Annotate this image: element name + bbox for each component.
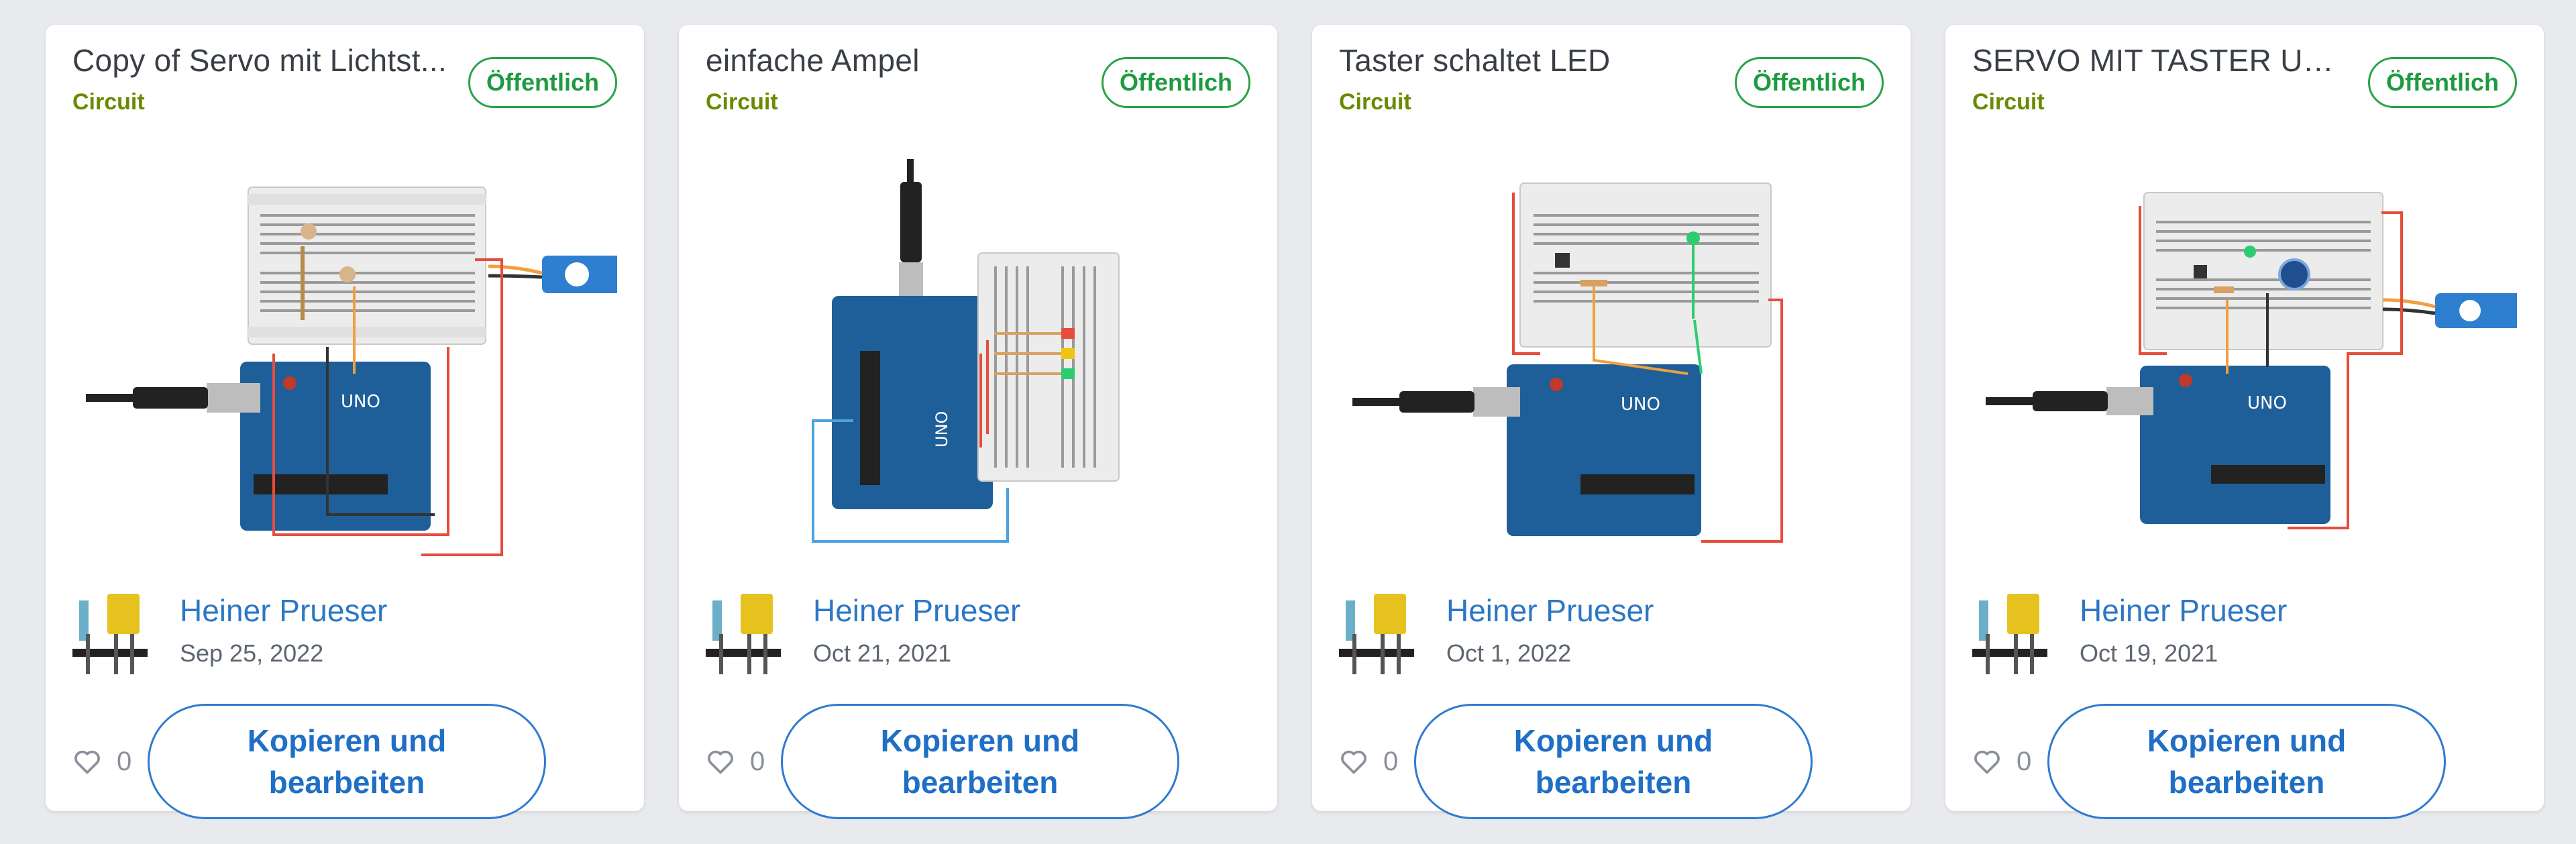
project-title[interactable]: Taster schaltet LED [1339, 43, 1611, 78]
project-title[interactable]: SERVO MIT TASTER UND ... [1972, 43, 2348, 78]
circuit-thumbnail-image: UNO [812, 159, 1120, 543]
project-type: Circuit [1339, 89, 1411, 115]
project-date: Oct 21, 2021 [813, 639, 952, 667]
avatar-image [72, 587, 148, 674]
like-count: 0 [2017, 747, 2032, 776]
copy-and-edit-button[interactable]: Kopieren und bearbeiten [148, 704, 546, 819]
copy-and-edit-button[interactable]: Kopieren und bearbeiten [781, 704, 1179, 819]
project-date: Oct 19, 2021 [2080, 639, 2218, 667]
project-date: Oct 1, 2022 [1446, 639, 1572, 667]
visibility-badge: Öffentlich [2368, 57, 2517, 108]
project-type: Circuit [72, 89, 145, 115]
project-card[interactable]: einfache Ampel Circuit Öffentlich UNO [679, 25, 1277, 819]
project-type: Circuit [706, 89, 778, 115]
author-name[interactable]: Heiner Prueser [2080, 593, 2288, 628]
author-avatar[interactable] [706, 587, 781, 674]
project-card[interactable]: Copy of Servo mit Lichtst... Circuit Öff… [46, 25, 644, 819]
project-title[interactable]: Copy of Servo mit Lichtst... [72, 43, 447, 78]
visibility-badge: Öffentlich [1735, 57, 1884, 108]
project-title[interactable]: einfache Ampel [706, 43, 920, 78]
author-name[interactable]: Heiner Prueser [180, 593, 388, 628]
heart-icon[interactable] [1339, 747, 1368, 776]
project-date: Sep 25, 2022 [180, 639, 324, 667]
svg-text:UNO: UNO [1621, 394, 1660, 415]
author-name[interactable]: Heiner Prueser [1446, 593, 1654, 628]
avatar-image [1339, 587, 1414, 674]
visibility-badge: Öffentlich [468, 57, 617, 108]
project-type: Circuit [1972, 89, 2045, 115]
copy-and-edit-button[interactable]: Kopieren und bearbeiten [1414, 704, 1813, 819]
heart-icon[interactable] [72, 747, 102, 776]
copy-and-edit-button[interactable]: Kopieren und bearbeiten [2047, 704, 2446, 819]
project-thumbnail[interactable]: UNO [1972, 152, 2517, 562]
project-card[interactable]: Taster schaltet LED Circuit Öffentlich U… [1312, 25, 1911, 819]
svg-text:UNO: UNO [2247, 393, 2287, 413]
avatar-image [1972, 587, 2047, 674]
circuit-thumbnail-image: UNO [86, 187, 617, 556]
author-avatar[interactable] [1339, 587, 1414, 674]
author-avatar[interactable] [72, 587, 148, 674]
author-name[interactable]: Heiner Prueser [813, 593, 1021, 628]
project-thumbnail[interactable]: UNO [1339, 152, 1884, 562]
project-thumbnail[interactable]: UNO [706, 152, 1250, 562]
svg-text:UNO: UNO [932, 411, 951, 447]
circuit-thumbnail-image: UNO [1986, 192, 2517, 529]
visibility-badge: Öffentlich [1102, 57, 1250, 108]
project-card[interactable]: SERVO MIT TASTER UND ... Circuit Öffentl… [1945, 25, 2544, 819]
like-count: 0 [1383, 747, 1399, 776]
like-count: 0 [117, 747, 132, 776]
avatar-image [706, 587, 781, 674]
project-thumbnail[interactable]: UNO [72, 152, 617, 562]
heart-icon[interactable] [706, 747, 735, 776]
heart-icon[interactable] [1972, 747, 2002, 776]
circuit-thumbnail-image: UNO [1352, 182, 1783, 543]
author-avatar[interactable] [1972, 587, 2047, 674]
like-count: 0 [750, 747, 765, 776]
svg-text:UNO: UNO [341, 392, 380, 412]
